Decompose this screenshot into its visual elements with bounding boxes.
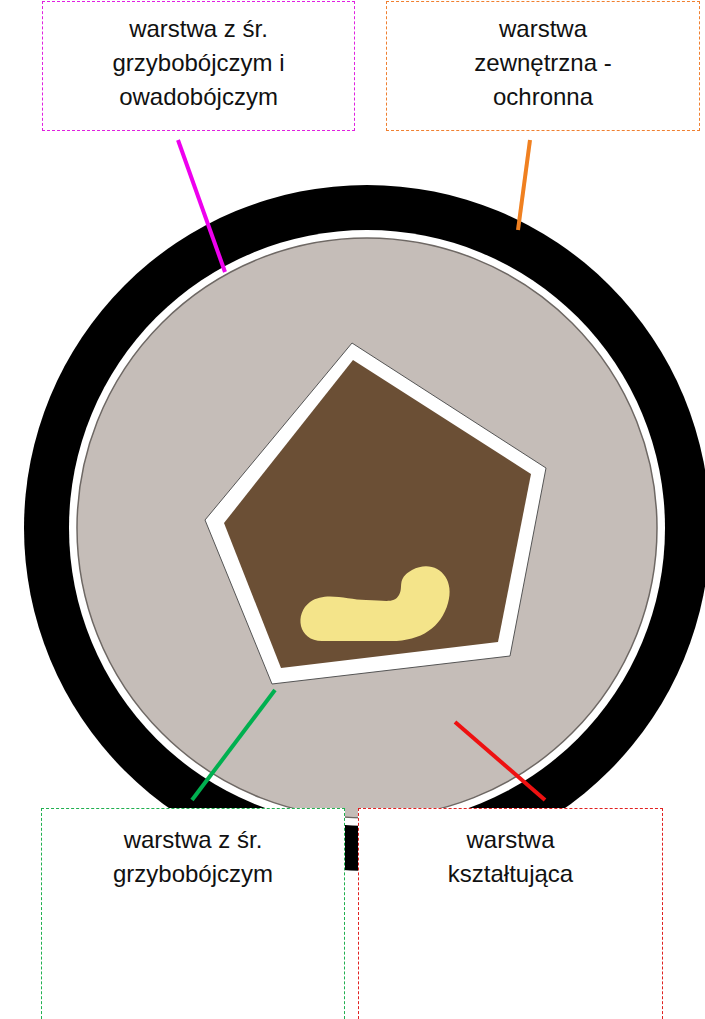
shaping-layer	[77, 238, 657, 818]
label-box: warstwa z śr. grzybobójczym i owadobójcz…	[42, 1, 355, 131]
insecticide-layer	[69, 230, 665, 826]
embryo	[300, 566, 449, 641]
leader-line	[518, 140, 530, 230]
fungicide-layer	[205, 343, 546, 684]
leader-line	[178, 140, 225, 272]
outer-layer	[24, 185, 705, 871]
layer-label: warstwa z śr. grzybobójczym	[93, 823, 293, 891]
layer-label: warstwa kształtująca	[426, 823, 596, 891]
label-box: warstwa kształtująca	[358, 808, 663, 1019]
label-box: warstwa z śr. grzybobójczym	[41, 808, 345, 1019]
seed-core	[224, 360, 531, 668]
layer-label: warstwa z śr. grzybobójczym i owadobójcz…	[89, 12, 309, 114]
layer-label: warstwa zewnętrzna - ochronna	[458, 12, 628, 114]
leader-line	[192, 690, 275, 800]
label-box: warstwa zewnętrzna - ochronna	[386, 1, 700, 131]
leader-line	[455, 722, 545, 800]
